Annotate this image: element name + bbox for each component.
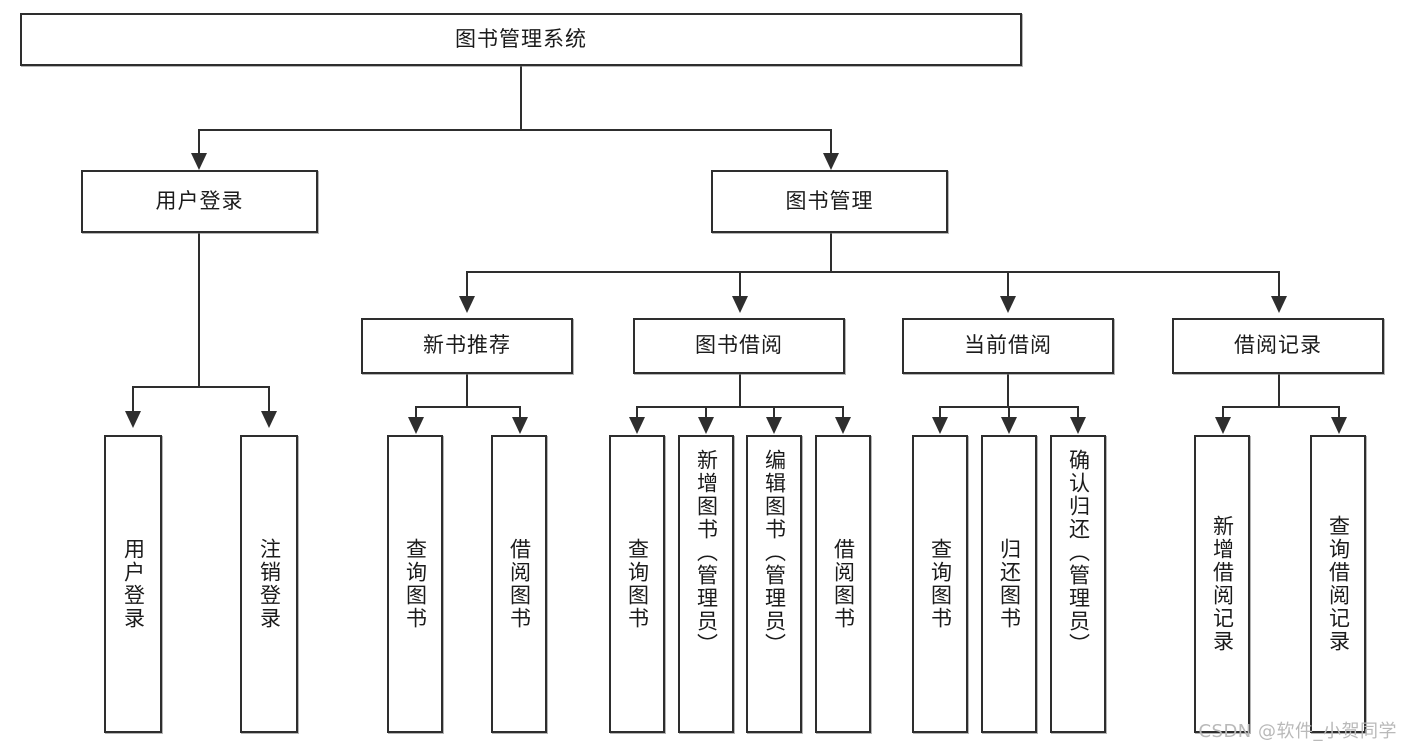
- connector-drop-leaf-query-book-2: [636, 406, 638, 419]
- leaf-query-book-3[interactable]: 查询图书: [912, 435, 968, 733]
- connector-user-login-trunk: [198, 233, 200, 386]
- arrow-current-borrow: [1000, 296, 1016, 313]
- connector-drop-leaf-edit-book: [773, 406, 775, 419]
- connector-drop-leaf-logout: [268, 386, 270, 413]
- csdn-watermark: CSDN @软件_小贺同学: [1198, 721, 1397, 742]
- arrow-leaf-query-book-2: [629, 417, 645, 434]
- connector-current-borrow-trunk: [1007, 374, 1009, 406]
- leaf-query-record[interactable]: 查询借阅记录: [1310, 435, 1366, 733]
- node-borrow-record[interactable]: 借阅记录: [1172, 318, 1384, 374]
- connector-drop-book-manage: [830, 129, 832, 156]
- connector-drop-leaf-add-book: [705, 406, 707, 419]
- connector-new-book-recommend-trunk: [466, 374, 468, 406]
- connector-book-borrow-trunk: [739, 374, 741, 406]
- leaf-query-book-1[interactable]: 查询图书: [387, 435, 443, 733]
- connector-book-manage-trunk: [830, 233, 832, 271]
- leaf-confirm-return[interactable]: 确认归还（管理员）: [1050, 435, 1106, 733]
- leaf-label: 借阅图书: [507, 538, 532, 630]
- arrow-book-manage: [823, 153, 839, 170]
- leaf-label: 查询借阅记录: [1326, 515, 1351, 653]
- connector-borrow-record-trunk: [1278, 374, 1280, 406]
- leaf-label: 归还图书: [997, 538, 1022, 630]
- node-current-borrow[interactable]: 当前借阅: [902, 318, 1114, 374]
- connector-drop-book-borrow: [739, 271, 741, 298]
- arrow-leaf-add-record: [1215, 417, 1231, 434]
- arrow-leaf-logout: [261, 411, 277, 428]
- leaf-label: 注销登录: [257, 538, 282, 630]
- leaf-label: 查询图书: [625, 538, 650, 630]
- connector-drop-leaf-user-login: [132, 386, 134, 413]
- node-book-manage[interactable]: 图书管理: [711, 170, 948, 233]
- leaf-label: 查询图书: [403, 538, 428, 630]
- arrow-leaf-add-book: [698, 417, 714, 434]
- leaf-add-book[interactable]: 新增图书（管理员）: [678, 435, 734, 733]
- leaf-label: 编辑图书（管理员）: [762, 449, 787, 656]
- arrow-leaf-edit-book: [766, 417, 782, 434]
- connector-drop-leaf-query-book-1: [415, 406, 417, 419]
- arrow-borrow-record: [1271, 296, 1287, 313]
- connector-drop-leaf-borrow-book-2: [842, 406, 844, 419]
- connector-drop-leaf-borrow-book-1: [519, 406, 521, 419]
- leaf-label: 用户登录: [121, 538, 146, 630]
- connector-drop-user-login: [198, 129, 200, 156]
- leaf-label: 新增图书（管理员）: [694, 449, 719, 656]
- leaf-edit-book[interactable]: 编辑图书（管理员）: [746, 435, 802, 733]
- node-label: 图书管理: [785, 188, 874, 213]
- connector-drop-leaf-return-book: [1008, 406, 1010, 419]
- node-root-book-management-system[interactable]: 图书管理系统: [20, 13, 1022, 66]
- leaf-return-book[interactable]: 归还图书: [981, 435, 1037, 733]
- connector-drop-leaf-query-book-3: [939, 406, 941, 419]
- arrow-leaf-confirm-return: [1070, 417, 1086, 434]
- node-label: 图书管理系统: [455, 26, 587, 51]
- node-book-borrow[interactable]: 图书借阅: [633, 318, 845, 374]
- arrow-leaf-return-book: [1001, 417, 1017, 434]
- connector-new-book-recommend-bus: [415, 406, 519, 408]
- leaf-label: 新增借阅记录: [1210, 515, 1235, 653]
- connector-book-borrow-bus: [636, 406, 842, 408]
- connector-drop-current-borrow: [1007, 271, 1009, 298]
- connector-drop-borrow-record: [1278, 271, 1280, 298]
- node-label: 当前借阅: [964, 333, 1052, 358]
- arrow-book-borrow: [732, 296, 748, 313]
- arrow-leaf-borrow-book-1: [512, 417, 528, 434]
- connector-drop-new-book-recommend: [466, 271, 468, 298]
- node-label: 用户登录: [155, 188, 244, 213]
- connector-user-login-bus: [132, 386, 268, 388]
- node-label: 借阅记录: [1234, 333, 1322, 358]
- arrow-leaf-borrow-book-2: [835, 417, 851, 434]
- connector-level2-bus: [198, 129, 832, 131]
- arrow-leaf-query-book-1: [408, 417, 424, 434]
- connector-drop-leaf-add-record: [1222, 406, 1224, 419]
- node-user-login[interactable]: 用户登录: [81, 170, 318, 233]
- arrow-leaf-query-record: [1331, 417, 1347, 434]
- leaf-query-book-2[interactable]: 查询图书: [609, 435, 665, 733]
- leaf-add-record[interactable]: 新增借阅记录: [1194, 435, 1250, 733]
- connector-borrow-record-bus: [1222, 406, 1338, 408]
- node-label: 图书借阅: [695, 333, 783, 358]
- connector-root-trunk: [520, 66, 522, 129]
- leaf-logout[interactable]: 注销登录: [240, 435, 298, 733]
- arrow-leaf-query-book-3: [932, 417, 948, 434]
- leaf-label: 借阅图书: [831, 538, 856, 630]
- connector-level3-bus: [466, 271, 1278, 273]
- node-new-book-recommend[interactable]: 新书推荐: [361, 318, 573, 374]
- arrow-leaf-user-login: [125, 411, 141, 428]
- leaf-borrow-book-2[interactable]: 借阅图书: [815, 435, 871, 733]
- arrow-user-login: [191, 153, 207, 170]
- leaf-user-login[interactable]: 用户登录: [104, 435, 162, 733]
- leaf-label: 确认归还（管理员）: [1066, 449, 1091, 656]
- node-label: 新书推荐: [423, 333, 511, 358]
- connector-drop-leaf-confirm-return: [1077, 406, 1079, 419]
- arrow-new-book-recommend: [459, 296, 475, 313]
- leaf-borrow-book-1[interactable]: 借阅图书: [491, 435, 547, 733]
- connector-drop-leaf-query-record: [1338, 406, 1340, 419]
- leaf-label: 查询图书: [928, 538, 953, 630]
